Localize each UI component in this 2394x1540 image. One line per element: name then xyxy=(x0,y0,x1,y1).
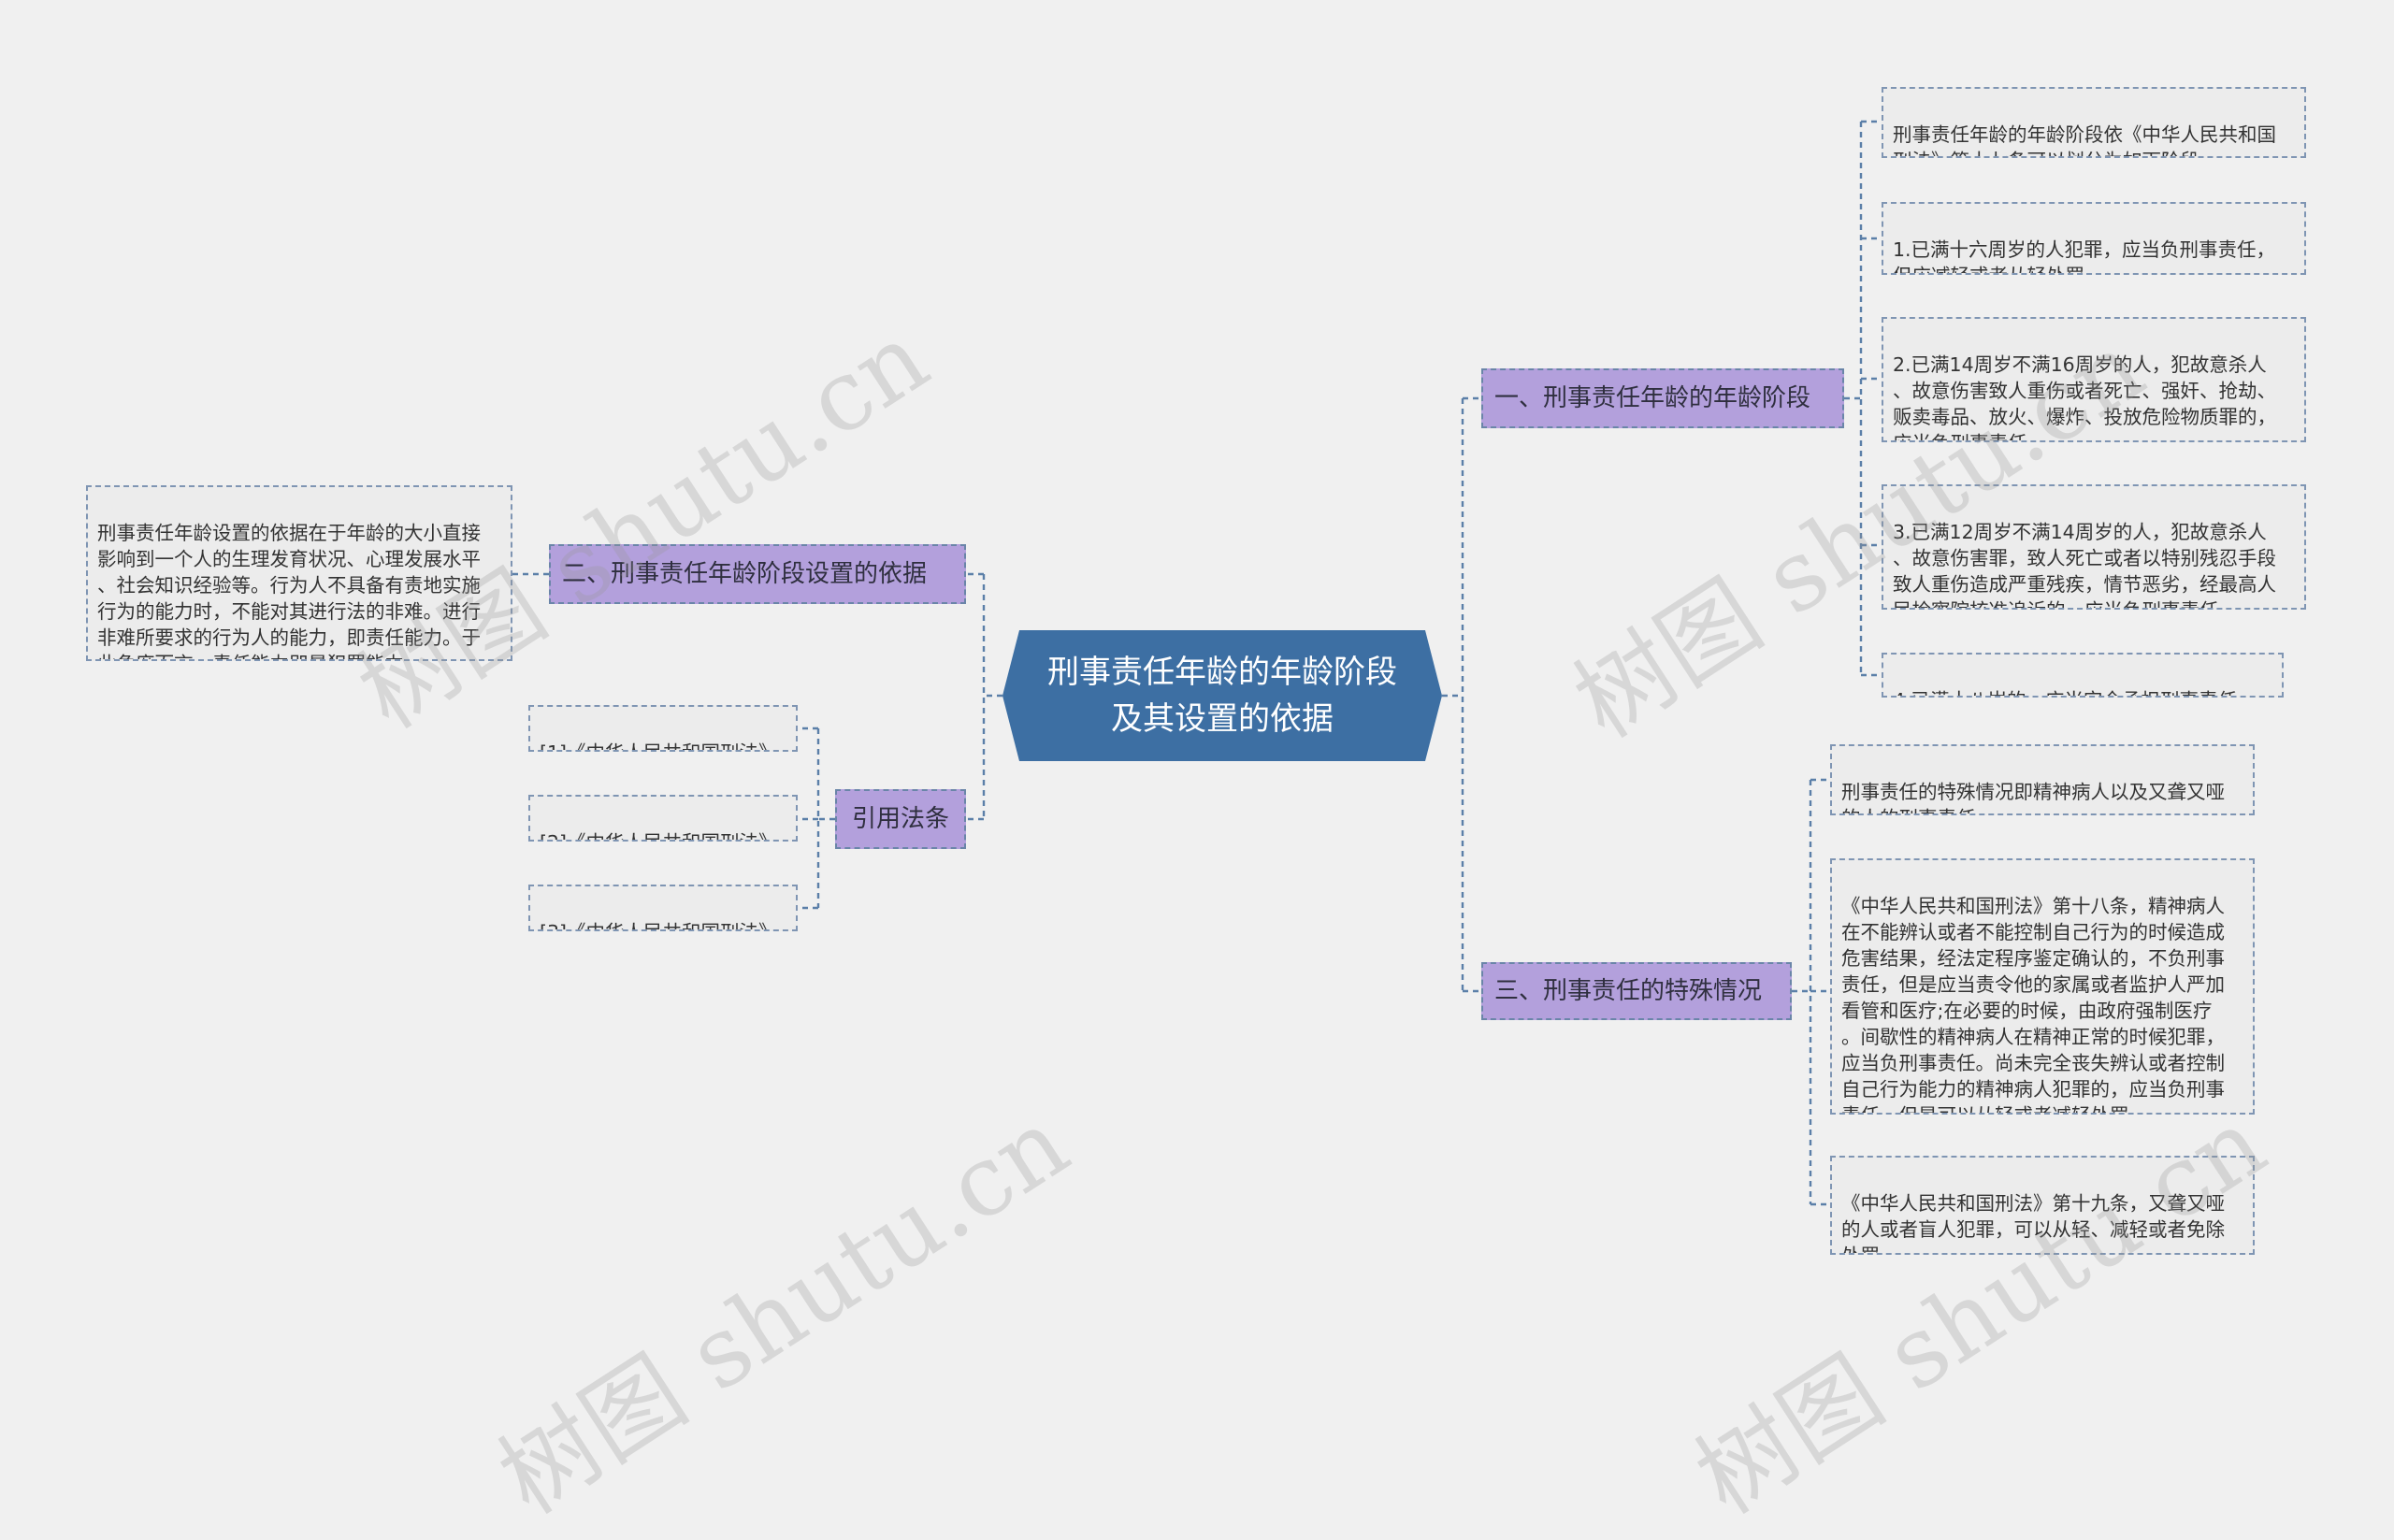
branch-setting-basis[interactable]: 二、刑事责任年龄阶段设置的依据 xyxy=(549,544,966,604)
basis-leaf[interactable]: 刑事责任年龄设置的依据在于年龄的大小直接 影响到一个人的生理发育状况、心理发展水… xyxy=(86,485,512,661)
stages-leaf-intro-text: 刑事责任年龄的年龄阶段依《中华人民共和国 刑法》第十七条可以划分为如下阶段。 xyxy=(1893,123,2276,156)
stages-leaf-3-text: 3.已满12周岁不满14周岁的人，犯故意杀人 、故意伤害罪，致人死亡或者以特别残… xyxy=(1893,521,2276,608)
branch-setting-basis-label: 二、刑事责任年龄阶段设置的依据 xyxy=(562,560,928,588)
citation-leaf-1-text: [1]《中华人民共和国刑法》 xyxy=(540,741,778,750)
stages-leaf-4[interactable]: 4.已满十八岁的，应当完全承担刑事责任。 xyxy=(1882,653,2284,698)
branch-special-cases[interactable]: 三、刑事责任的特殊情况 xyxy=(1481,962,1792,1020)
stages-leaf-3[interactable]: 3.已满12周岁不满14周岁的人，犯故意杀人 、故意伤害罪，致人死亡或者以特别残… xyxy=(1882,484,2306,610)
branch-age-stages-label: 一、刑事责任年龄的年龄阶段 xyxy=(1494,384,1811,412)
citation-leaf-3-text: [3]《中华人民共和国刑法》 xyxy=(540,921,778,929)
citation-leaf-2-text: [2]《中华人民共和国刑法》 xyxy=(540,831,778,840)
special-leaf-intro-text: 刑事责任的特殊情况即精神病人以及又聋又哑 的人的刑事责任。 xyxy=(1841,781,2225,813)
stages-leaf-1-text: 1.已满十六周岁的人犯罪，应当负刑事责任， 但应减轻或者从轻处罚。 xyxy=(1893,238,2276,273)
citation-leaf-3[interactable]: [3]《中华人民共和国刑法》 xyxy=(528,885,798,931)
branch-cited-laws[interactable]: 引用法条 xyxy=(835,789,966,849)
citation-leaf-2[interactable]: [2]《中华人民共和国刑法》 xyxy=(528,795,798,842)
special-leaf-article-18[interactable]: 《中华人民共和国刑法》第十八条，精神病人 在不能辨认或者不能控制自己行为的时候造… xyxy=(1830,858,2255,1115)
branch-special-cases-label: 三、刑事责任的特殊情况 xyxy=(1494,977,1763,1005)
central-topic[interactable]: 刑事责任年龄的年龄阶段 及其设置的依据 xyxy=(1002,630,1442,761)
central-topic-label: 刑事责任年龄的年龄阶段 及其设置的依据 xyxy=(1047,654,1397,738)
special-leaf-article-19-text: 《中华人民共和国刑法》第十九条，又聋又哑 的人或者盲人犯罪，可以从轻、减轻或者免… xyxy=(1841,1192,2225,1253)
stages-leaf-2-text: 2.已满14周岁不满16周岁的人，犯故意杀人 、故意伤害致人重伤或者死亡、强奸、… xyxy=(1893,353,2276,440)
branch-cited-laws-label: 引用法条 xyxy=(851,805,949,833)
branch-age-stages[interactable]: 一、刑事责任年龄的年龄阶段 xyxy=(1481,368,1844,428)
special-leaf-article-18-text: 《中华人民共和国刑法》第十八条，精神病人 在不能辨认或者不能控制自己行为的时候造… xyxy=(1841,895,2225,1113)
special-leaf-intro[interactable]: 刑事责任的特殊情况即精神病人以及又聋又哑 的人的刑事责任。 xyxy=(1830,744,2255,815)
basis-leaf-text: 刑事责任年龄设置的依据在于年龄的大小直接 影响到一个人的生理发育状况、心理发展水… xyxy=(97,522,481,659)
stages-leaf-intro[interactable]: 刑事责任年龄的年龄阶段依《中华人民共和国 刑法》第十七条可以划分为如下阶段。 xyxy=(1882,87,2306,158)
stages-leaf-1[interactable]: 1.已满十六周岁的人犯罪，应当负刑事责任， 但应减轻或者从轻处罚。 xyxy=(1882,202,2306,275)
connector-lines xyxy=(512,120,1882,1206)
citation-leaf-1[interactable]: [1]《中华人民共和国刑法》 xyxy=(528,705,798,752)
special-leaf-article-19[interactable]: 《中华人民共和国刑法》第十九条，又聋又哑 的人或者盲人犯罪，可以从轻、减轻或者免… xyxy=(1830,1156,2255,1255)
stages-leaf-4-text: 4.已满十八岁的，应当完全承担刑事责任。 xyxy=(1893,689,2257,696)
stages-leaf-2[interactable]: 2.已满14周岁不满16周岁的人，犯故意杀人 、故意伤害致人重伤或者死亡、强奸、… xyxy=(1882,317,2306,442)
